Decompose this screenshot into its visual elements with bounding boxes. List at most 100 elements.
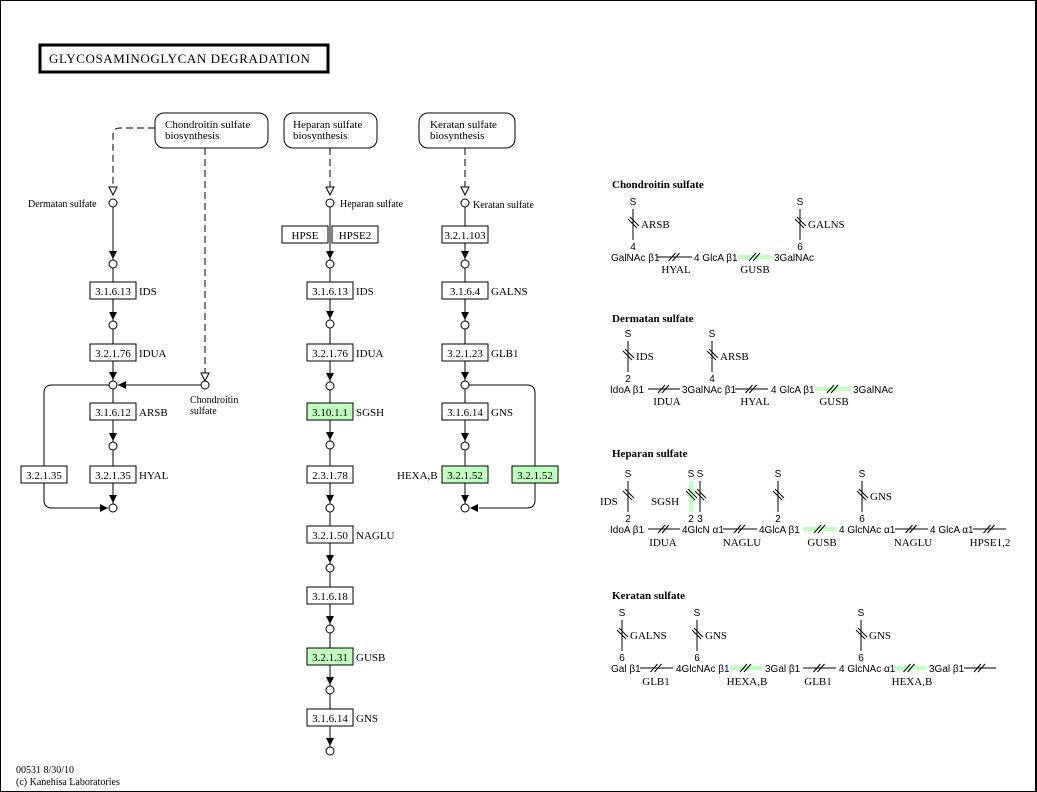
compound-node[interactable] (325, 198, 335, 208)
enzyme-box[interactable]: 3.2.1.52 (441, 465, 489, 484)
enzyme-label[interactable]: GNS (870, 491, 892, 503)
enzyme-label[interactable]: SGSH (651, 496, 679, 508)
enzyme-box[interactable]: HPSE (281, 225, 329, 244)
arrow-head-icon (470, 504, 478, 512)
cleavage-mark-icon (693, 627, 704, 638)
compound-node[interactable] (108, 259, 118, 269)
gene-label: GNS (356, 713, 378, 725)
enzyme-label[interactable]: ARSB (641, 219, 670, 231)
ec-number: 3.2.1.35 (26, 470, 62, 482)
compound-node[interactable] (325, 440, 335, 450)
residue-label: 3GalNAc (774, 253, 814, 264)
enzyme-label[interactable]: GALNS (808, 219, 845, 231)
pathway-label: Keratan sulfate (430, 119, 497, 131)
enzyme-rect[interactable] (331, 225, 379, 244)
ec-number: 3.2.1.76 (95, 348, 131, 360)
enzyme-box[interactable]: 2.3.1.78 (306, 465, 354, 484)
residue-label: 3GalNAc (853, 385, 893, 396)
enzyme-label[interactable]: HEXA,B (727, 676, 768, 688)
enzyme-label[interactable]: GUSB (807, 537, 836, 549)
enzyme-label[interactable]: IDS (636, 351, 654, 363)
cleavage-mark-icon (622, 350, 633, 361)
enzyme-label[interactable]: GNS (869, 630, 891, 642)
compound-chondroitin-sulfate[interactable]: Chondroitin (190, 395, 238, 406)
gene-label: ARSB (139, 407, 168, 419)
enzyme-label[interactable]: IDUA (653, 396, 681, 408)
compound-node[interactable] (325, 259, 335, 269)
compound-node[interactable] (325, 624, 335, 634)
enzyme-label[interactable]: NAGLU (723, 537, 762, 549)
enzyme-label[interactable]: GLB1 (642, 676, 670, 688)
enzyme-label[interactable]: ARSB (720, 351, 749, 363)
compound-node[interactable] (460, 320, 470, 330)
compound-node[interactable] (108, 441, 118, 451)
cleavage-mark-icon (909, 524, 917, 534)
compound-node[interactable] (325, 319, 335, 329)
enzyme-label[interactable]: GALNS (630, 630, 667, 642)
enzyme-label[interactable]: GUSB (819, 396, 848, 408)
gene-label: IDS (139, 286, 157, 298)
enzyme-label[interactable]: GUSB (740, 264, 769, 276)
bypass-line (43, 384, 109, 509)
pathway-heparan-biosynthesis[interactable]: Heparan sulfate biosynthesis (283, 112, 378, 149)
enzyme-label[interactable]: GLB1 (804, 676, 832, 688)
cleavage-mark-icon (687, 488, 698, 499)
compound-node[interactable] (325, 381, 335, 391)
enzyme-box[interactable]: 3.2.1.103 (441, 225, 489, 244)
enzyme-rect[interactable] (511, 465, 559, 484)
enzyme-box[interactable]: HPSE2 (331, 225, 379, 244)
compound-node[interactable] (108, 198, 118, 208)
compound-node[interactable] (200, 380, 210, 390)
compound-heparan-sulfate[interactable]: Heparan sulfate (340, 199, 404, 210)
arrow-head-icon (109, 433, 117, 441)
compound-node[interactable] (108, 503, 118, 513)
arrow-head-icon (326, 677, 334, 685)
enzyme-rect[interactable] (281, 225, 329, 244)
compound-node[interactable] (460, 503, 470, 513)
compound-node[interactable] (325, 503, 335, 513)
compound-node[interactable] (108, 320, 118, 330)
compound-node[interactable] (460, 198, 470, 208)
enzyme-label[interactable]: HYAL (661, 264, 691, 276)
compound-node[interactable] (108, 380, 118, 390)
compound-chondroitin-sulfate[interactable]: sulfate (190, 406, 217, 417)
compound-node[interactable] (460, 259, 470, 269)
enzyme-box[interactable]: 3.1.6.18 (306, 586, 354, 605)
enzyme-label[interactable]: HPSE1,2 (970, 537, 1011, 549)
ec-number: 3.2.1.103 (444, 230, 486, 242)
enzyme-box[interactable]: 3.2.1.35 (20, 465, 68, 484)
pathway-chondroitin-biosynthesis[interactable]: Chondroitin sulfate biosynthesis (154, 112, 269, 149)
compound-node[interactable] (325, 685, 335, 695)
compound-node[interactable] (460, 380, 470, 390)
enzyme-box[interactable]: 3.2.1.52 (511, 465, 559, 484)
cleavage-mark-icon (772, 490, 783, 501)
compound-dermatan-sulfate[interactable]: Dermatan sulfate (28, 199, 97, 210)
compound-node[interactable] (325, 746, 335, 756)
ec-number: 3.10.1.1 (312, 407, 348, 419)
cleavage-mark-icon (903, 663, 911, 673)
compound-keratan-sulfate[interactable]: Keratan sulfate (473, 200, 534, 211)
enzyme-label[interactable]: HEXA,B (892, 676, 933, 688)
enzyme-label[interactable]: IDS (600, 496, 618, 508)
enzyme-label[interactable]: GNS (705, 630, 727, 642)
enzyme-label[interactable]: IDUA (649, 537, 677, 549)
compound-node[interactable] (325, 563, 335, 573)
enzyme-rect[interactable] (20, 465, 68, 484)
pathway-keratan-biosynthesis[interactable]: Keratan sulfate biosynthesis (418, 112, 516, 149)
enzyme-label[interactable]: NAGLU (894, 537, 933, 549)
enzyme-label[interactable]: HYAL (740, 396, 770, 408)
compound-node[interactable] (460, 441, 470, 451)
